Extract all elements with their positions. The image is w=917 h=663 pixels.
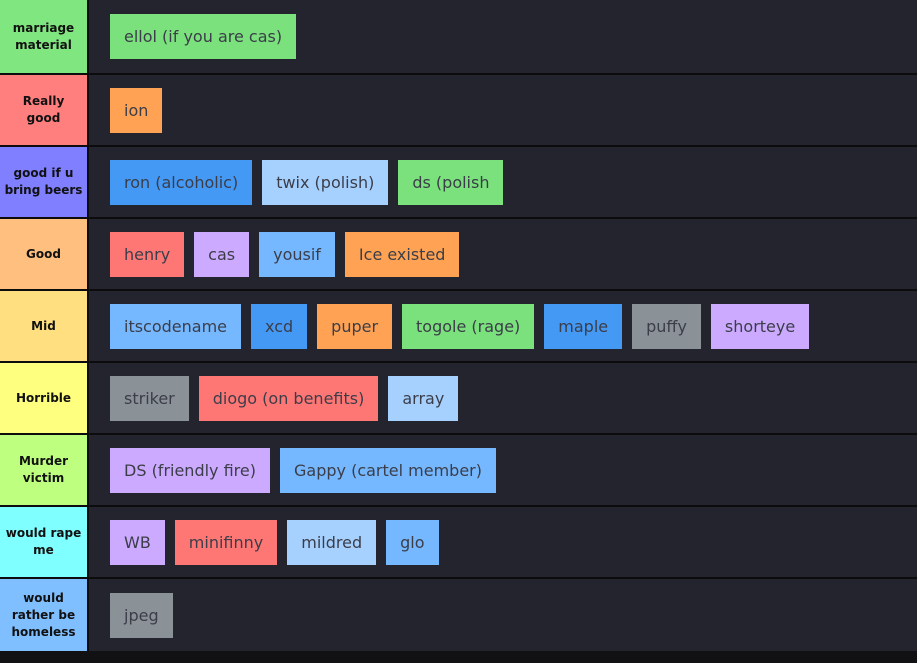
tier-item[interactable]: DS (friendly fire)	[110, 447, 270, 493]
tier-item[interactable]: minifinny	[174, 519, 278, 565]
tier-row: would rather be homeless jpeg	[0, 577, 917, 651]
tier-item[interactable]: mildred	[287, 519, 377, 565]
tier-item[interactable]: shorteye	[710, 303, 810, 349]
tier-item[interactable]: puper	[317, 303, 393, 349]
tier-item[interactable]: henry	[110, 231, 185, 277]
tier-item[interactable]: striker	[110, 375, 189, 421]
tier-item[interactable]: ellol (if you are cas)	[110, 14, 297, 59]
tier-item[interactable]: WB	[110, 519, 165, 565]
tier-item[interactable]: puffy	[632, 303, 701, 349]
tier-items-dropzone[interactable]: ron (alcoholic)twix (polish)ds (polish	[89, 147, 917, 217]
tier-item[interactable]: diogo (on benefits)	[198, 375, 379, 421]
tier-items-dropzone[interactable]: jpeg	[89, 579, 917, 651]
tier-item[interactable]: yousif	[259, 231, 335, 277]
tier-item[interactable]: Ice existed	[344, 231, 460, 277]
tier-item[interactable]: togole (rage)	[402, 303, 535, 349]
tier-label[interactable]: would rape me	[0, 507, 89, 577]
tier-label[interactable]: would rather be homeless	[0, 579, 89, 651]
tier-label[interactable]: Really good	[0, 75, 89, 145]
tier-item[interactable]: ion	[110, 87, 163, 133]
tier-item[interactable]: maple	[544, 303, 623, 349]
tier-row: Really good ion	[0, 73, 917, 145]
tier-label[interactable]: Mid	[0, 291, 89, 361]
tier-items-dropzone[interactable]: ion	[89, 75, 917, 145]
tier-label[interactable]: Good	[0, 219, 89, 289]
tier-item[interactable]: ds (polish	[398, 159, 504, 205]
tier-label[interactable]: good if u bring beers	[0, 147, 89, 217]
tier-item[interactable]: ron (alcoholic)	[110, 159, 253, 205]
tier-items-dropzone[interactable]: DS (friendly fire)Gappy (cartel member)	[89, 435, 917, 505]
tier-label[interactable]: Murder victim	[0, 435, 89, 505]
tier-item[interactable]: twix (polish)	[262, 159, 389, 205]
tier-label[interactable]: marriage material	[0, 0, 89, 73]
tier-item[interactable]: xcd	[251, 303, 308, 349]
tier-items-dropzone[interactable]: ellol (if you are cas)	[89, 0, 917, 73]
tier-row: marriage material ellol (if you are cas)	[0, 0, 917, 73]
tier-item[interactable]: Gappy (cartel member)	[280, 447, 496, 493]
tier-item[interactable]: cas	[194, 231, 250, 277]
tier-item[interactable]: array	[388, 375, 459, 421]
tier-item[interactable]: glo	[386, 519, 439, 565]
tier-item[interactable]: itscodename	[110, 303, 242, 349]
tier-label[interactable]: Horrible	[0, 363, 89, 433]
tier-item[interactable]: jpeg	[110, 592, 173, 638]
